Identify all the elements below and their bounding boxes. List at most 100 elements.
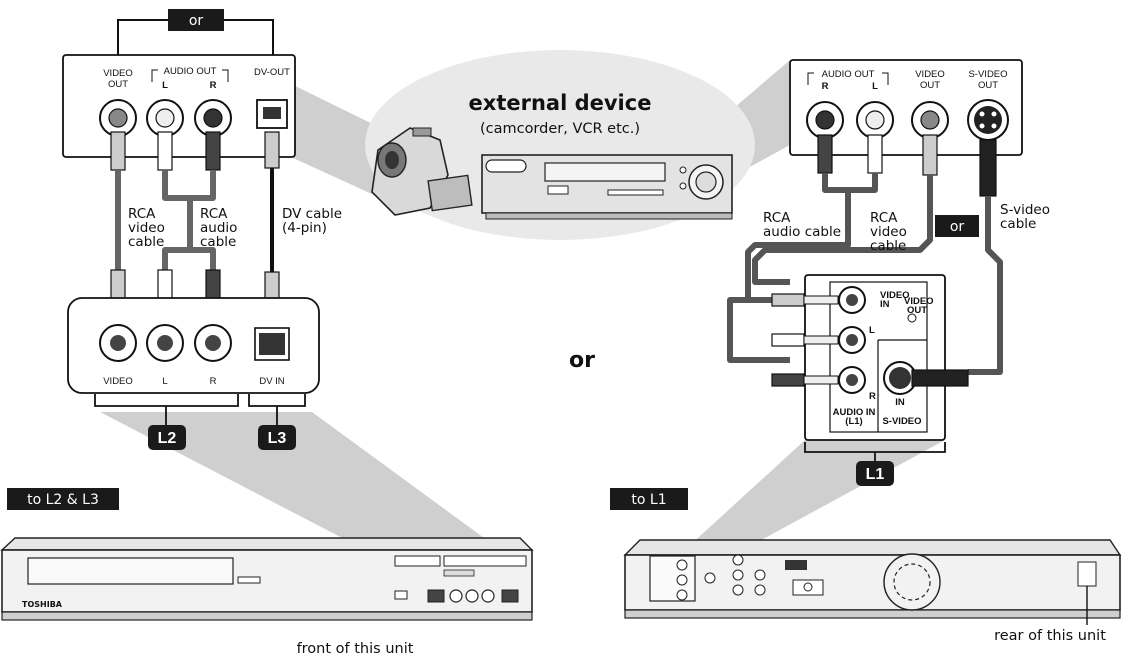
rear-unit-caption: rear of this unit <box>994 628 1106 644</box>
right-svideo-out-jack <box>967 99 1009 141</box>
left-or-tag-text: or <box>189 13 204 29</box>
right-panel-svideo-label: S-VIDEO <box>882 416 921 427</box>
right-video-out-label-1: VIDEO <box>915 69 945 80</box>
right-panel-hole <box>907 313 917 323</box>
left-audio-r-jack <box>194 99 232 137</box>
right-panel-audio-in-2: (L1) <box>845 416 862 427</box>
left-audio-l-jack <box>146 99 184 137</box>
left-audio-out-label: AUDIO OUT <box>164 66 217 77</box>
l3-badge-text: L3 <box>268 430 287 447</box>
right-audio-r-in-jack <box>838 366 866 394</box>
left-video-out-label-2: OUT <box>108 79 128 90</box>
l1-badge <box>856 461 894 486</box>
l2-badge <box>148 425 186 450</box>
right-audio-r-label: R <box>822 81 829 92</box>
left-audio-l-in-jack <box>146 324 184 362</box>
left-or-tag <box>168 9 224 31</box>
right-panel-audio-in-1: AUDIO IN <box>833 407 876 418</box>
left-beam-bottom <box>100 412 525 568</box>
right-svideo-out-label-2: OUT <box>978 80 998 91</box>
right-audio-cable-label-2: audio cable <box>763 224 841 240</box>
left-video-cable-label-2: video <box>128 220 165 236</box>
right-svideo-cable-label-2: cable <box>1000 216 1036 232</box>
l1-badge-text: L1 <box>866 466 885 483</box>
rear-unit <box>623 539 1122 625</box>
left-dv-cable <box>264 131 280 313</box>
right-video-in-plug <box>771 293 839 307</box>
right-panel-video-in-2: IN <box>880 299 890 310</box>
right-audio-cable-label-1: RCA <box>763 210 791 226</box>
right-audio-l-label: L <box>872 81 878 92</box>
front-unit <box>0 537 534 621</box>
right-audio-l-plug <box>867 134 883 174</box>
right-svideo-in-jack <box>883 361 917 395</box>
right-video-cable-path <box>752 175 933 285</box>
left-video-out-label-1: VIDEO <box>103 68 133 79</box>
left-panel-l-label: L <box>162 376 167 387</box>
right-svideo-out-label-1: S-VIDEO <box>968 69 1007 80</box>
right-video-out-label-2: OUT <box>920 80 940 91</box>
left-panel-video-label: VIDEO <box>103 376 133 387</box>
external-device-subtitle: (camcorder, VCR etc.) <box>480 121 640 137</box>
right-or-tag-text: or <box>950 219 965 235</box>
left-dv-out-port <box>256 99 288 129</box>
right-video-cable-label-3: cable <box>870 238 906 254</box>
left-audio-out-bracket <box>151 69 229 82</box>
vcr-icon <box>481 154 733 220</box>
camcorder-icon <box>371 127 473 216</box>
left-jack-panel <box>67 297 320 394</box>
left-video-cable-label-1: RCA <box>128 206 156 222</box>
external-device-title: external device <box>469 91 652 115</box>
left-dv-out-label: DV-OUT <box>254 67 290 78</box>
left-video-cable <box>110 131 126 311</box>
left-dv-in-port <box>254 327 290 361</box>
front-unit-brand: TOSHIBA <box>22 600 63 609</box>
right-audio-l-jack <box>856 101 894 139</box>
left-audio-cable-label-2: audio <box>200 220 237 236</box>
right-svideo-cable-path <box>968 196 1003 375</box>
l2-bracket <box>94 394 239 428</box>
to-l1-tag-text: to L1 <box>631 492 666 508</box>
left-audio-r-in-jack <box>194 324 232 362</box>
front-unit-caption: front of this unit <box>297 641 414 657</box>
right-panel-r-label: R <box>869 391 876 402</box>
l2-badge-text: L2 <box>158 430 177 447</box>
to-l2-l3-tag <box>7 488 119 510</box>
left-video-cable-label-3: cable <box>128 234 164 250</box>
l3-bracket <box>248 394 306 428</box>
right-svideo-cable-label-1: S-video <box>1000 202 1050 218</box>
right-audio-cable-path <box>727 173 878 363</box>
right-panel-l-label: L <box>869 325 875 336</box>
right-video-in-jack <box>838 286 866 314</box>
right-panel-video-in-1: VIDEO <box>880 290 910 301</box>
right-video-plug <box>922 134 938 176</box>
left-audio-l-label: L <box>162 80 168 91</box>
left-audio-r-label: R <box>210 80 217 91</box>
right-svideo-in-plug <box>911 369 969 387</box>
left-panel-dv-in-label: DV IN <box>259 376 284 387</box>
right-audio-r-plug <box>817 134 833 174</box>
right-panel-in-label: IN <box>895 397 905 408</box>
left-panel-r-label: R <box>210 376 217 387</box>
left-dv-cable-label-2: (4-pin) <box>282 220 327 236</box>
left-audio-cable-label-1: RCA <box>200 206 228 222</box>
left-audio-cable-label-3: cable <box>200 234 236 250</box>
l3-badge <box>258 425 296 450</box>
center-or-label: or <box>569 348 595 373</box>
right-source-panel <box>789 59 1023 156</box>
right-audio-out-label: AUDIO OUT <box>822 69 875 80</box>
right-panel-video-out-1: VIDEO <box>904 296 934 307</box>
right-audio-r-jack <box>806 101 844 139</box>
right-audio-l-in-plug <box>771 333 839 347</box>
to-l2-l3-tag-text: to L2 & L3 <box>27 492 99 508</box>
right-panel-video-out-2: OUT <box>907 305 927 316</box>
right-svideo-plug <box>979 139 997 197</box>
right-or-tag <box>935 215 979 237</box>
left-video-out-jack <box>99 99 137 137</box>
left-video-in-jack <box>99 324 137 362</box>
right-audio-r-in-plug <box>771 373 839 387</box>
left-dv-cable-label-1: DV cable <box>282 206 342 222</box>
right-audio-out-bracket <box>807 72 889 85</box>
to-l1-tag <box>610 488 688 510</box>
